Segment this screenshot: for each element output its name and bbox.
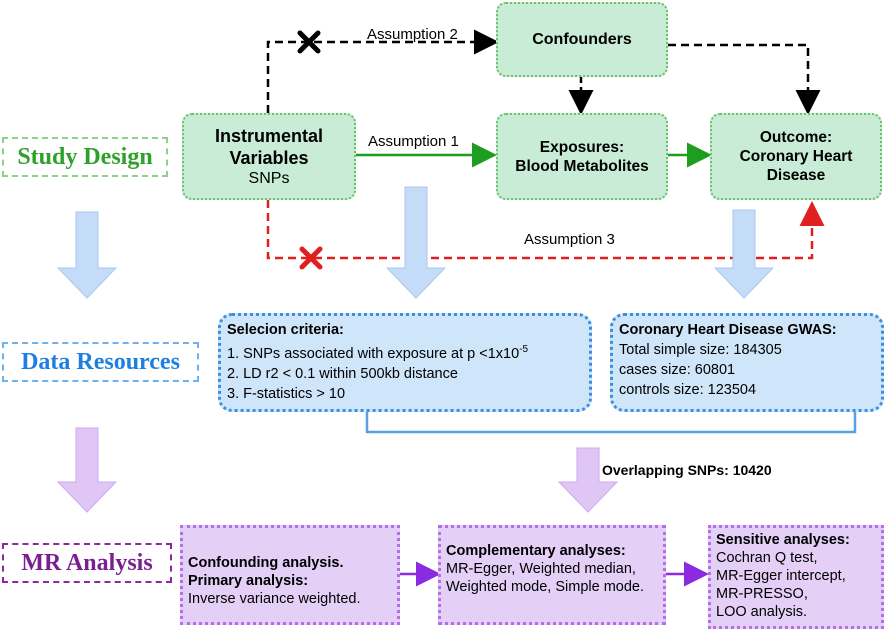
primary-analysis-label: Primary analysis: <box>188 573 309 589</box>
gwas-line-3: controls size: 123504 <box>619 382 757 398</box>
sensitive-analyses-item-2: MR-Egger intercept, <box>716 568 846 584</box>
stage-study-design: Study Design <box>2 137 168 177</box>
gwas-box: Coronary Heart Disease GWAS: Total simpl… <box>610 313 884 412</box>
primary-analysis-box: Confounding analysis. Primary analysis: … <box>180 525 400 625</box>
gwas-title: Coronary Heart Disease GWAS: <box>619 322 837 338</box>
sensitive-analyses-item-3: MR-PRESSO, <box>716 586 808 602</box>
stage-arrow-2 <box>56 427 118 513</box>
outcome-line2: Coronary Heart <box>739 148 853 165</box>
assumption-2-connector <box>266 29 499 113</box>
stage-study-design-label: Study Design <box>17 143 153 170</box>
sensitive-analyses-title: Sensitive analyses: <box>716 532 850 548</box>
instrumental-variables-title: Instrumental Variables <box>214 125 324 168</box>
sensitive-analyses-box: Sensitive analyses: Cochran Q test, MR-E… <box>708 525 884 629</box>
outcome-box: Outcome: Coronary Heart Disease <box>710 113 882 200</box>
selection-criteria-item-1: 1. SNPs associated with exposure at p <1… <box>227 340 583 364</box>
complementary-analyses-box: Complementary analyses: MR-Egger, Weight… <box>438 525 666 625</box>
assumption-3-label: Assumption 3 <box>524 231 615 248</box>
black-x-mark <box>297 30 321 54</box>
stage-data-resources-label: Data Resources <box>21 348 180 375</box>
complementary-analyses-title: Complementary analyses: <box>446 543 626 559</box>
overlap-arrow <box>557 447 619 513</box>
outcome-line1: Outcome: <box>759 129 833 146</box>
stage-mr-analysis-label: MR Analysis <box>21 549 153 576</box>
sensitive-analyses-item-1: Cochran Q test, <box>716 550 818 566</box>
complementary-analyses-methods: MR-Egger, Weighted median, Weighted mode… <box>446 561 645 595</box>
stage-data-resources: Data Resources <box>2 342 199 382</box>
overlapping-snps-label: Overlapping SNPs: 10420 <box>602 462 772 478</box>
iv-to-selection-arrow <box>385 186 447 299</box>
gwas-line-2: cases size: 60801 <box>619 362 736 378</box>
red-x-mark <box>299 246 323 270</box>
big-arrows <box>56 186 775 513</box>
gwas-line-1: Total simple size: 184305 <box>619 342 782 358</box>
sensitive-analyses-item-4: LOO analysis. <box>716 604 808 620</box>
assumption-2-label: Assumption 2 <box>367 26 458 43</box>
instrumental-variables-box: Instrumental Variables SNPs <box>182 113 356 200</box>
confounding-analysis-label: Confounding analysis. <box>188 555 344 571</box>
stage-arrow-1 <box>56 211 118 299</box>
confounders-box: Confounders <box>496 2 668 77</box>
stage-mr-analysis: MR Analysis <box>2 543 172 583</box>
exposures-box: Exposures: Blood Metabolites <box>496 113 668 200</box>
assumption-3-connector <box>266 200 825 260</box>
selection-criteria-item-1-text: 1. SNPs associated with exposure at p <1… <box>227 345 520 362</box>
outcome-to-gwas-arrow <box>713 209 775 299</box>
data-merge-bracket <box>365 412 857 434</box>
selection-criteria-item-3: 3. F-statistics > 10 <box>227 385 346 402</box>
selection-criteria-item-2: 2. LD r2 < 0.1 within 500kb distance <box>227 365 458 382</box>
outcome-line3: Disease <box>766 167 826 184</box>
selection-criteria-item-1-exponent: -5 <box>519 344 529 355</box>
confounders-label: Confounders <box>532 30 632 48</box>
selection-criteria-title: Selecion criteria: <box>227 322 344 338</box>
assumption-1-label: Assumption 1 <box>368 133 459 150</box>
selection-criteria-box: Selecion criteria: 1. SNPs associated wi… <box>218 313 592 412</box>
primary-analysis-method: Inverse variance weighted. <box>188 591 361 607</box>
exposures-line2: Blood Metabolites <box>515 157 649 175</box>
instrumental-variables-sub: SNPs <box>248 169 290 187</box>
exposures-line1: Exposures: <box>539 138 625 156</box>
confounders-outcome-connector <box>668 43 821 115</box>
